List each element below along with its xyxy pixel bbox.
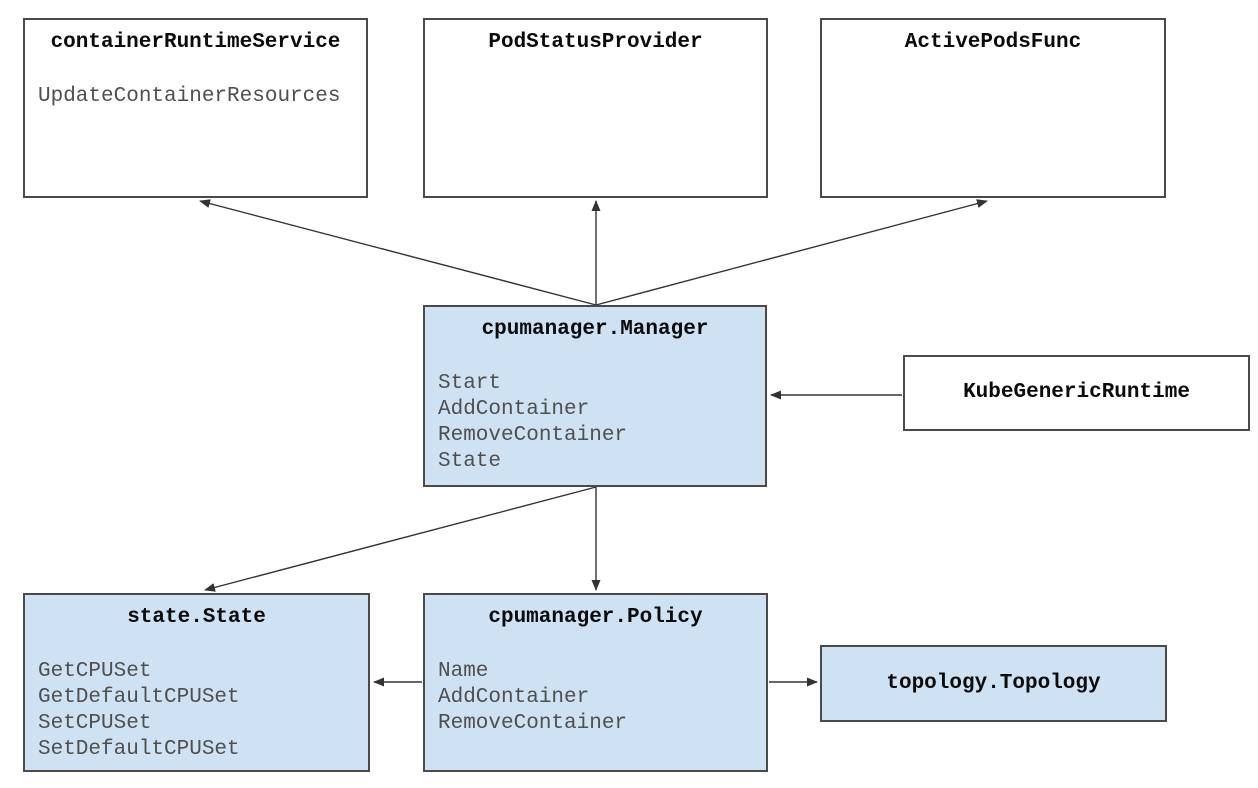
node-methods-cpumanager-manager: Start AddContainer RemoveContainer State bbox=[438, 372, 628, 473]
node-title-state-state: state.State bbox=[127, 606, 266, 629]
node-active-pods-func: ActivePodsFunc bbox=[820, 18, 1166, 198]
node-pod-status-provider: PodStatusProvider bbox=[423, 18, 768, 198]
node-title-cpumanager-manager: cpumanager.Manager bbox=[481, 318, 709, 341]
node-methods-container-runtime-service: UpdateContainerResources bbox=[38, 85, 341, 108]
node-state-state: state.State GetCPUSet GetDefaultCPUSet S… bbox=[23, 593, 370, 772]
node-title-cpumanager-policy: cpumanager.Policy bbox=[488, 606, 703, 629]
node-methods-cpumanager-policy: Name AddContainer RemoveContainer bbox=[438, 660, 628, 735]
node-title-topology-topology: topology.Topology bbox=[886, 671, 1101, 695]
node-cpumanager-manager: cpumanager.Manager Start AddContainer Re… bbox=[423, 305, 767, 487]
node-kube-generic-runtime: KubeGenericRuntime bbox=[903, 355, 1250, 431]
node-cpumanager-policy: cpumanager.Policy Name AddContainer Remo… bbox=[423, 593, 768, 772]
arrow-cpumanager-manager-to-state-state bbox=[204, 486, 597, 592]
node-title-kube-generic-runtime: KubeGenericRuntime bbox=[963, 381, 1190, 404]
arrow-cpumanager-manager-to-container-runtime-service bbox=[199, 199, 597, 306]
node-title-active-pods-func: ActivePodsFunc bbox=[904, 31, 1082, 54]
node-methods-state-state: GetCPUSet GetDefaultCPUSet SetCPUSet Set… bbox=[38, 660, 240, 761]
arrow-cpumanager-manager-to-active-pods-func bbox=[595, 199, 988, 306]
node-title-pod-status-provider: PodStatusProvider bbox=[488, 31, 703, 54]
node-container-runtime-service: containerRuntimeService UpdateContainerR… bbox=[23, 18, 368, 198]
node-title-container-runtime-service: containerRuntimeService bbox=[50, 31, 341, 54]
node-topology-topology: topology.Topology bbox=[820, 645, 1167, 722]
